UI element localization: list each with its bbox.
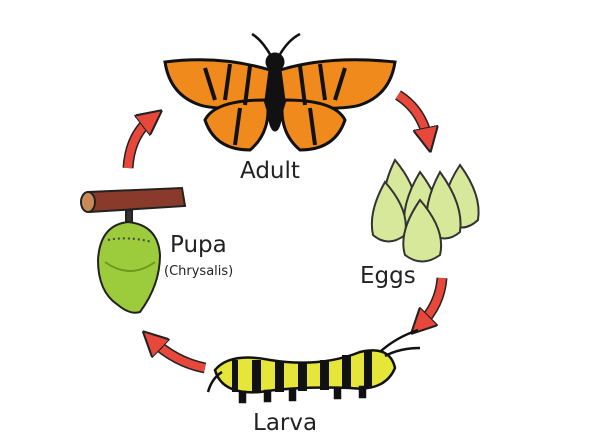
stage-label-chrysalis: (Chrysalis) — [164, 264, 234, 279]
stage-label-eggs: Eggs — [360, 263, 416, 289]
stage-label-larva: Larva — [253, 410, 318, 436]
arrow-eggs-to-larva — [420, 277, 448, 325]
pupa-illustration — [80, 186, 187, 314]
arrow-pupa-to-adult — [122, 118, 152, 169]
larva-illustration — [206, 328, 421, 404]
butterfly-illustration — [163, 32, 397, 152]
arrow-adult-to-eggs — [394, 90, 428, 140]
arrow-larva-to-pupa — [152, 340, 207, 374]
stage-label-adult: Adult — [240, 158, 300, 184]
stage-label-pupa: Pupa — [170, 232, 227, 258]
eggs-illustration — [370, 158, 480, 263]
